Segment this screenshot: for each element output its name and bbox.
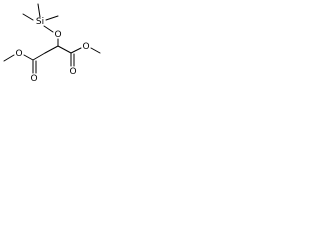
- bond-si-o: [43, 25, 54, 33]
- molecule-structure-diagram: Si O O O O O: [3, 3, 101, 84]
- bond-si-methyl-top: [37, 3, 41, 18]
- atom-label-o-ether: O: [54, 30, 61, 40]
- bond-si-methyl-left: [22, 13, 34, 21]
- atom-label-o-ester-left: O: [15, 49, 22, 59]
- atom-label-o-carbonyl-left: O: [30, 74, 37, 84]
- atom-label-o-carbonyl-right: O: [69, 67, 76, 77]
- bond-c-right-o-ester: [70, 47, 82, 54]
- bond-o-right-methyl: [90, 47, 101, 54]
- bond-c-left-o-ester: [23, 54, 34, 61]
- bond-ch-ch2: [44, 45, 59, 54]
- atom-label-si: Si: [36, 17, 44, 27]
- bond-ch-c-right: [57, 45, 72, 54]
- bond-si-methyl-right: [45, 15, 59, 21]
- bond-o-left-methyl: [3, 54, 15, 62]
- atom-label-o-ester-right: O: [82, 42, 89, 52]
- bond-ch2-c-left: [32, 52, 46, 61]
- atom-labels: Si O O O O O: [15, 17, 89, 84]
- bonds: [3, 3, 101, 74]
